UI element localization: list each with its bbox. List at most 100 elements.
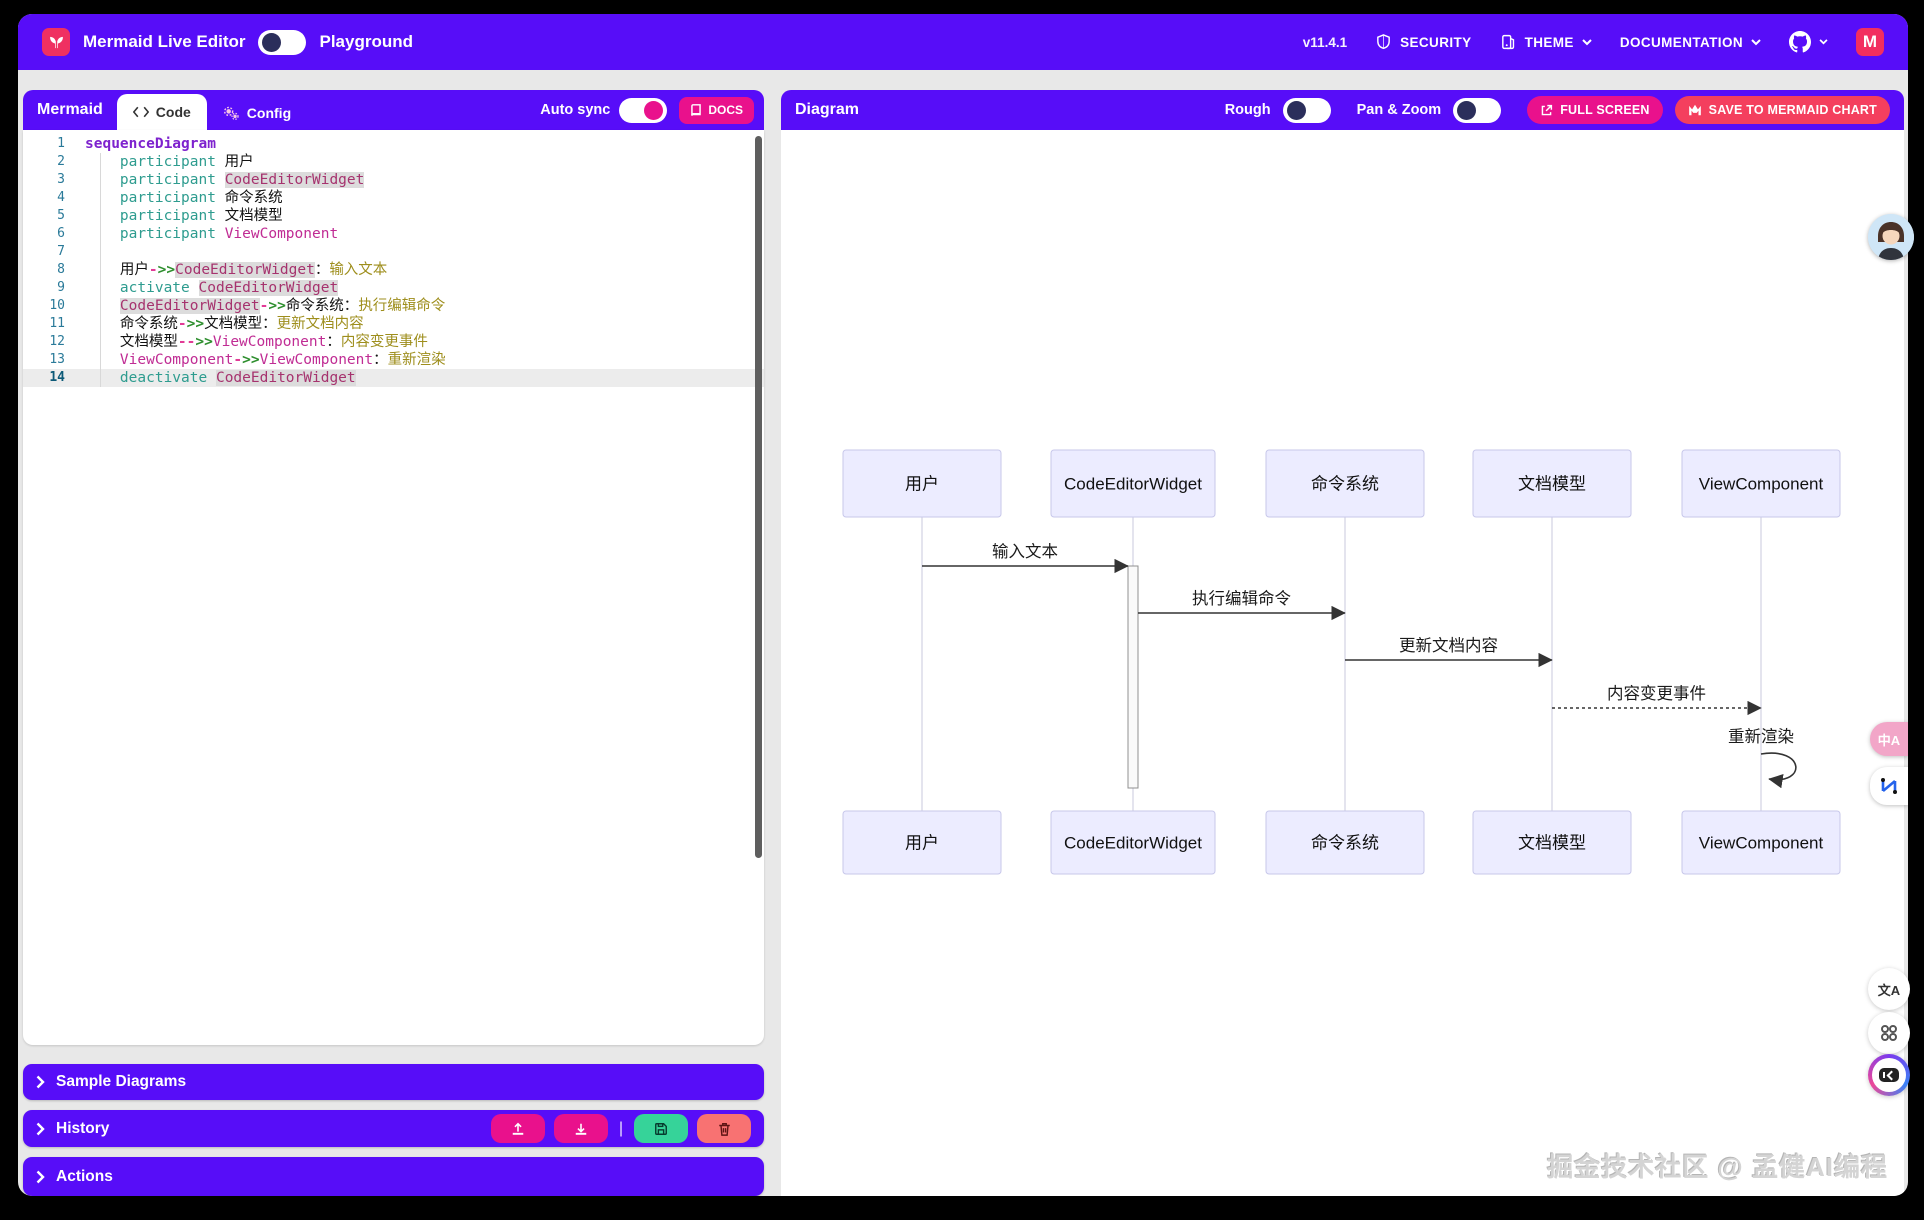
code-icon bbox=[132, 106, 149, 118]
upload-history-button[interactable] bbox=[490, 1114, 545, 1143]
diagram-panel-header: Diagram Rough Pan & Zoom FULL SCREEN SAV… bbox=[781, 90, 1904, 130]
full-screen-button[interactable]: FULL SCREEN bbox=[1527, 96, 1663, 124]
github-icon bbox=[1789, 31, 1811, 53]
svg-text:ViewComponent: ViewComponent bbox=[1699, 475, 1824, 494]
toggle-knob bbox=[1457, 100, 1477, 120]
rough-toggle[interactable] bbox=[1282, 97, 1331, 123]
chevron-right-icon bbox=[36, 1075, 45, 1089]
nav-theme[interactable]: THEME bbox=[1500, 33, 1592, 51]
external-link-icon bbox=[1541, 104, 1553, 115]
pan-zoom-label: Pan & Zoom bbox=[1356, 102, 1442, 118]
participant-box bbox=[1472, 810, 1632, 875]
code-line: 12 文档模型-->>ViewComponent：内容变更事件 bbox=[49, 334, 428, 350]
sequence-diagram: 输入文本执行编辑命令更新文档内容内容变更事件重新渲染用户用户CodeEditor… bbox=[842, 449, 1841, 875]
code-line: 8 用户->>CodeEditorWidget：输入文本 bbox=[57, 262, 388, 278]
grid-icon bbox=[1881, 1025, 1897, 1041]
actions-bar[interactable]: Actions bbox=[23, 1157, 764, 1196]
mermaid-flower-icon bbox=[49, 36, 63, 48]
rough-label: Rough bbox=[1224, 102, 1271, 118]
svg-text:内容变更事件: 内容变更事件 bbox=[1607, 684, 1706, 703]
chevron-down-icon bbox=[1751, 38, 1761, 45]
graph-node-pill-button[interactable] bbox=[1870, 767, 1908, 805]
pan-zoom-toggle[interactable] bbox=[1453, 97, 1502, 123]
history-bar[interactable]: History | bbox=[23, 1110, 764, 1147]
tab-code[interactable]: Code bbox=[116, 94, 207, 130]
save-to-mermaid-chart-button[interactable]: SAVE TO MERMAID CHART bbox=[1674, 96, 1890, 124]
code-line: 3 participant CodeEditorWidget bbox=[57, 172, 365, 188]
translate-pill-button[interactable]: 中A bbox=[1870, 722, 1908, 756]
auto-sync-label: Auto sync bbox=[540, 102, 611, 118]
svg-text:ViewComponent: ViewComponent bbox=[1699, 834, 1824, 853]
toggle-knob bbox=[262, 32, 282, 52]
svg-text:命令系统: 命令系统 bbox=[1311, 834, 1379, 853]
trash-icon bbox=[718, 1122, 730, 1136]
upload-icon bbox=[512, 1122, 524, 1135]
auto-sync-toggle[interactable] bbox=[619, 97, 668, 123]
nav-github[interactable] bbox=[1789, 31, 1828, 53]
save-history-button[interactable] bbox=[634, 1114, 688, 1143]
mermaid-chart-icon[interactable]: M bbox=[1856, 28, 1884, 56]
mermaid-chart-m-icon bbox=[1688, 104, 1701, 116]
assistant-button[interactable] bbox=[1868, 1054, 1910, 1096]
svg-text:文档模型: 文档模型 bbox=[1518, 834, 1586, 853]
participant-box bbox=[1050, 449, 1216, 518]
playground-toggle[interactable] bbox=[258, 29, 307, 55]
participant-box bbox=[1472, 449, 1632, 518]
code-line: 5 participant 文档模型 bbox=[57, 208, 283, 224]
activation-bar bbox=[1127, 565, 1139, 789]
participant-box bbox=[842, 449, 1002, 518]
translate-icon: 文A bbox=[1877, 982, 1901, 998]
translate-circle-button[interactable]: 文A bbox=[1868, 968, 1910, 1010]
apps-grid-button[interactable] bbox=[1868, 1012, 1910, 1054]
divider: | bbox=[618, 1119, 623, 1137]
app-title: Mermaid Live Editor bbox=[83, 32, 246, 51]
participant-box bbox=[1681, 449, 1841, 518]
participant-box bbox=[1681, 810, 1841, 875]
participant-box bbox=[1265, 810, 1425, 875]
tab-config[interactable]: Config bbox=[207, 96, 307, 130]
docs-button[interactable]: DOCS bbox=[679, 96, 754, 124]
svg-text:CodeEditorWidget: CodeEditorWidget bbox=[1064, 834, 1202, 853]
chevron-down-icon bbox=[1819, 39, 1828, 45]
diagram-panel-title: Diagram bbox=[795, 101, 860, 118]
avatar[interactable] bbox=[1868, 214, 1914, 260]
download-history-button[interactable] bbox=[553, 1114, 608, 1143]
svg-text:输入文本: 输入文本 bbox=[992, 542, 1058, 561]
svg-text:文档模型: 文档模型 bbox=[1518, 475, 1586, 494]
top-header: Mermaid Live Editor Playground v11.4.1 S… bbox=[18, 14, 1908, 70]
translate-icon: 中A bbox=[1877, 732, 1901, 748]
participant-box bbox=[1050, 810, 1216, 875]
assistant-icon bbox=[1872, 1058, 1906, 1092]
chevron-down-icon bbox=[1582, 38, 1592, 45]
svg-text:用户: 用户 bbox=[905, 834, 939, 853]
indent-guide bbox=[100, 153, 101, 387]
avatar-illustration bbox=[1868, 214, 1914, 260]
theme-icon bbox=[1501, 34, 1514, 50]
gear-icon bbox=[223, 106, 239, 120]
version-label: v11.4.1 bbox=[1302, 34, 1348, 50]
editor-scrollbar[interactable] bbox=[755, 136, 762, 858]
download-icon bbox=[575, 1123, 587, 1135]
toggle-knob bbox=[1286, 100, 1306, 120]
editor-panel-title: Mermaid bbox=[37, 101, 103, 118]
svg-text:更新文档内容: 更新文档内容 bbox=[1399, 636, 1498, 655]
code-line: 7 bbox=[57, 244, 65, 259]
playground-label: Playground bbox=[319, 32, 413, 51]
mermaid-logo-icon[interactable] bbox=[42, 28, 70, 56]
code-line: 11 命令系统->>文档模型：更新文档内容 bbox=[49, 316, 364, 332]
book-icon bbox=[691, 103, 702, 116]
chevron-right-icon bbox=[36, 1122, 45, 1136]
nav-security[interactable]: SECURITY bbox=[1375, 33, 1471, 51]
delete-history-button[interactable] bbox=[697, 1114, 751, 1143]
code-line: 13 ViewComponent->>ViewComponent：重新渲染 bbox=[49, 352, 446, 368]
svg-text:用户: 用户 bbox=[905, 475, 939, 494]
nav-documentation[interactable]: DOCUMENTATION bbox=[1620, 35, 1761, 50]
code-line: 14 deactivate CodeEditorWidget bbox=[23, 369, 764, 387]
svg-text:CodeEditorWidget: CodeEditorWidget bbox=[1064, 475, 1202, 494]
app-window: Mermaid Live Editor Playground v11.4.1 S… bbox=[18, 14, 1908, 1196]
participant-box bbox=[842, 810, 1002, 875]
sample-diagrams-bar[interactable]: Sample Diagrams bbox=[23, 1064, 764, 1100]
